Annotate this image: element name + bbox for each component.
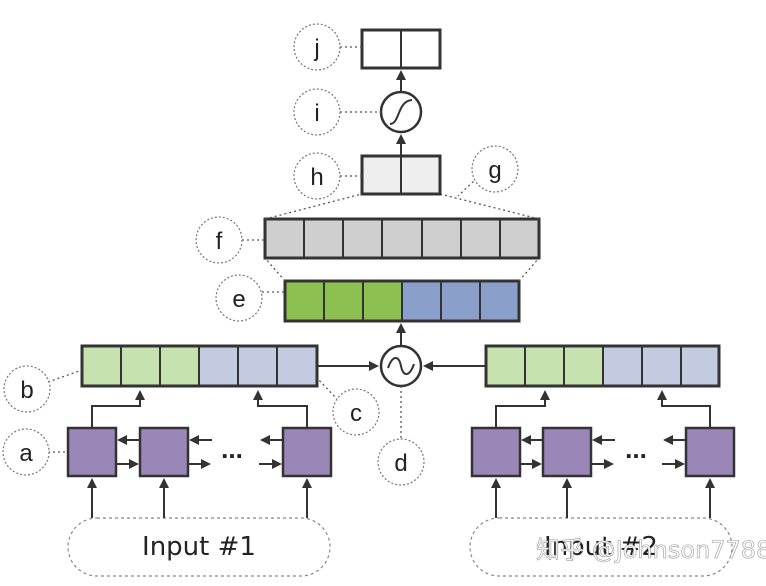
encoder-2: ... bbox=[470, 390, 736, 518]
projection-vector bbox=[360, 154, 442, 196]
label-a: a bbox=[19, 440, 33, 467]
label-e: e bbox=[232, 286, 245, 313]
label-c-bubble bbox=[332, 388, 380, 436]
sigmoid-node bbox=[379, 90, 423, 134]
rnn-cell bbox=[281, 426, 333, 478]
label-e-bubble bbox=[215, 274, 263, 322]
rnn-cell bbox=[684, 426, 736, 478]
merge-operation-node bbox=[379, 344, 423, 388]
ellipsis: ... bbox=[221, 434, 243, 464]
rnn-cell bbox=[470, 426, 522, 478]
label-h-bubble bbox=[293, 152, 341, 200]
label-d: d bbox=[394, 450, 407, 477]
dense-layer-vector bbox=[263, 217, 541, 260]
tilde-icon bbox=[387, 357, 415, 375]
rnn-cell bbox=[66, 426, 118, 478]
label-c: c bbox=[350, 400, 362, 427]
input-1-ellipse bbox=[67, 517, 331, 577]
label-b: b bbox=[20, 377, 33, 404]
input-1-label: Input #1 bbox=[142, 532, 256, 562]
rnn-cell bbox=[541, 426, 593, 478]
input-2-ellipse bbox=[469, 517, 733, 577]
sigmoid-icon bbox=[389, 99, 413, 125]
rnn-cell bbox=[138, 426, 190, 478]
label-i-bubble bbox=[293, 88, 341, 136]
encoder-2-output-vector bbox=[484, 344, 721, 388]
label-i: i bbox=[314, 100, 319, 127]
ellipsis: ... bbox=[625, 434, 647, 464]
output-vector bbox=[360, 28, 442, 70]
label-b-bubble bbox=[3, 365, 51, 413]
encoder-1-output-vector bbox=[80, 344, 319, 388]
label-d-bubble bbox=[377, 438, 425, 486]
encoder-1: ... bbox=[66, 390, 333, 518]
concatenated-vector bbox=[283, 279, 521, 323]
label-a-bubble bbox=[2, 428, 50, 476]
label-j-bubble bbox=[293, 23, 341, 71]
label-j: j bbox=[313, 35, 319, 62]
label-f-bubble bbox=[195, 216, 243, 264]
label-h: h bbox=[310, 164, 323, 191]
watermark: 知乎 @Johnson7788 bbox=[536, 536, 766, 564]
label-g: g bbox=[488, 157, 501, 184]
label-g-bubble bbox=[471, 145, 519, 193]
label-f: f bbox=[216, 228, 223, 255]
input-2-label: Input #2 bbox=[544, 532, 658, 562]
